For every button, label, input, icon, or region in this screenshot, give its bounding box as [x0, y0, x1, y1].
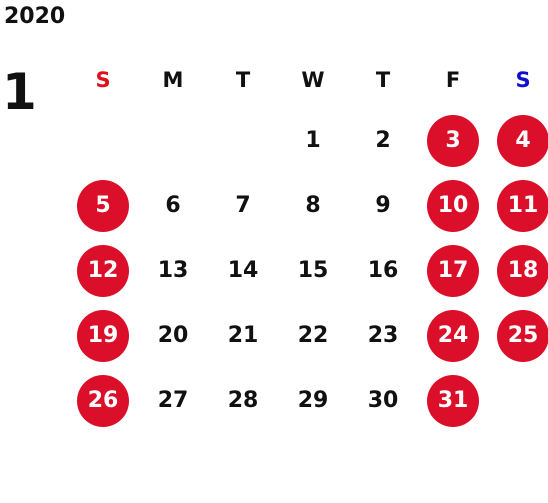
day-cell-thursday: 23	[348, 303, 418, 368]
week-row: 12 13 14 15 16 17 18	[68, 238, 548, 303]
month-number: 1	[2, 63, 37, 121]
day-cell-saturday: 18	[488, 238, 548, 303]
day-cell-saturday	[488, 368, 548, 433]
holiday-date[interactable]: 18	[497, 244, 548, 297]
weekday-thursday: T	[375, 68, 391, 92]
day-cell-tuesday: 28	[208, 368, 278, 433]
holiday-date[interactable]: 31	[427, 374, 479, 427]
day-cell-thursday: 2	[348, 108, 418, 173]
calendar-date[interactable]: 16	[367, 258, 399, 283]
calendar-date[interactable]: 29	[297, 388, 329, 413]
holiday-date[interactable]: 5	[77, 179, 129, 232]
day-cell-monday	[138, 108, 208, 173]
day-cell-thursday: 16	[348, 238, 418, 303]
holiday-date[interactable]: 17	[427, 244, 479, 297]
day-cell-wednesday: 8	[278, 173, 348, 238]
calendar-date[interactable]: 20	[157, 323, 189, 348]
day-cell-friday: 31	[418, 368, 488, 433]
day-cell-tuesday: 14	[208, 238, 278, 303]
day-cell-sunday: 12	[68, 238, 138, 303]
year-label: 2020	[4, 4, 66, 29]
holiday-date[interactable]: 11	[497, 179, 548, 232]
calendar-date[interactable]: 23	[367, 323, 399, 348]
calendar-date[interactable]: 6	[165, 193, 181, 218]
weekday-sunday: S	[95, 68, 111, 92]
calendar-date[interactable]: 7	[235, 193, 251, 218]
day-cell-monday: 20	[138, 303, 208, 368]
calendar-date[interactable]: 22	[297, 323, 329, 348]
day-cell-friday: 10	[418, 173, 488, 238]
day-cell-friday: 17	[418, 238, 488, 303]
weekday-wednesday: W	[301, 68, 325, 92]
day-cell-saturday: 11	[488, 173, 548, 238]
day-cell-tuesday: 7	[208, 173, 278, 238]
day-cell-wednesday: 1	[278, 108, 348, 173]
day-cell-sunday: 5	[68, 173, 138, 238]
day-cell-saturday: 4	[488, 108, 548, 173]
day-cell-friday: 3	[418, 108, 488, 173]
day-cell-friday: 24	[418, 303, 488, 368]
day-cell-sunday: 19	[68, 303, 138, 368]
week-row: 26 27 28 29 30 31	[68, 368, 548, 433]
calendar-date[interactable]: 28	[227, 388, 259, 413]
weekday-header-row: S M T W T F S	[68, 58, 548, 102]
day-cell-sunday	[68, 108, 138, 173]
holiday-date[interactable]: 24	[427, 309, 479, 362]
calendar-date[interactable]: 15	[297, 258, 329, 283]
day-cell-wednesday: 15	[278, 238, 348, 303]
day-cell-monday: 13	[138, 238, 208, 303]
weekday-tuesday: T	[235, 68, 251, 92]
holiday-date[interactable]: 25	[497, 309, 548, 362]
calendar-date[interactable]: 8	[305, 193, 321, 218]
holiday-date[interactable]: 19	[77, 309, 129, 362]
day-cell-saturday: 25	[488, 303, 548, 368]
day-cell-thursday: 30	[348, 368, 418, 433]
calendar-date[interactable]: 9	[375, 193, 391, 218]
week-row: 19 20 21 22 23 24 25	[68, 303, 548, 368]
holiday-date[interactable]: 4	[497, 114, 548, 167]
holiday-date[interactable]: 3	[427, 114, 479, 167]
weekday-friday: F	[445, 68, 461, 92]
calendar-date[interactable]: 30	[367, 388, 399, 413]
holiday-date[interactable]: 12	[77, 244, 129, 297]
day-cell-tuesday: 21	[208, 303, 278, 368]
holiday-date[interactable]: 26	[77, 374, 129, 427]
day-cell-sunday: 26	[68, 368, 138, 433]
calendar-date[interactable]: 2	[375, 128, 391, 153]
calendar-date[interactable]: 27	[157, 388, 189, 413]
calendar-date[interactable]: 21	[227, 323, 259, 348]
day-cell-tuesday	[208, 108, 278, 173]
day-cell-wednesday: 22	[278, 303, 348, 368]
weekday-saturday: S	[515, 68, 531, 92]
calendar-date[interactable]: 1	[305, 128, 321, 153]
calendar-date[interactable]: 13	[157, 258, 189, 283]
holiday-date[interactable]: 10	[427, 179, 479, 232]
day-cell-monday: 27	[138, 368, 208, 433]
day-cell-thursday: 9	[348, 173, 418, 238]
day-cell-wednesday: 29	[278, 368, 348, 433]
day-cell-monday: 6	[138, 173, 208, 238]
calendar-date[interactable]: 14	[227, 258, 259, 283]
week-row: 5 6 7 8 9 10 11	[68, 173, 548, 238]
weekday-monday: M	[162, 68, 184, 92]
